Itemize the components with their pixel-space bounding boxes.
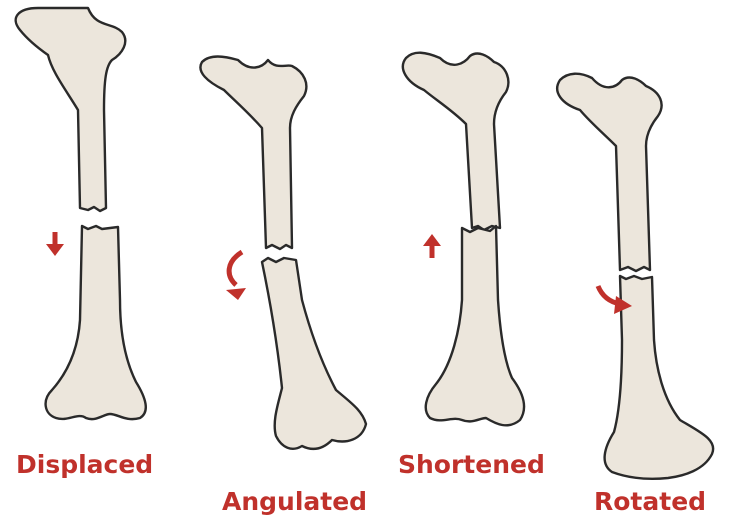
angulated-figure [200, 57, 366, 449]
displaced-upper-fragment [16, 8, 126, 211]
rotated-figure [557, 74, 713, 479]
label-shortened: Shortened [398, 452, 545, 477]
up-arrow-icon [423, 234, 441, 258]
label-rotated: Rotated [594, 489, 706, 514]
curved-down-arrow-icon [226, 252, 246, 300]
displaced-figure [16, 8, 146, 419]
label-displaced: Displaced [16, 452, 153, 477]
label-angulated: Angulated [222, 489, 367, 514]
angulated-upper-fragment [200, 57, 306, 250]
shortened-lower-fragment [426, 226, 524, 425]
displaced-lower-fragment [46, 226, 146, 419]
rotated-upper-fragment [557, 74, 661, 271]
shortened-upper-fragment [403, 53, 508, 230]
down-arrow-icon [46, 232, 64, 256]
shortened-figure [403, 53, 524, 426]
angulated-lower-fragment [262, 258, 366, 449]
